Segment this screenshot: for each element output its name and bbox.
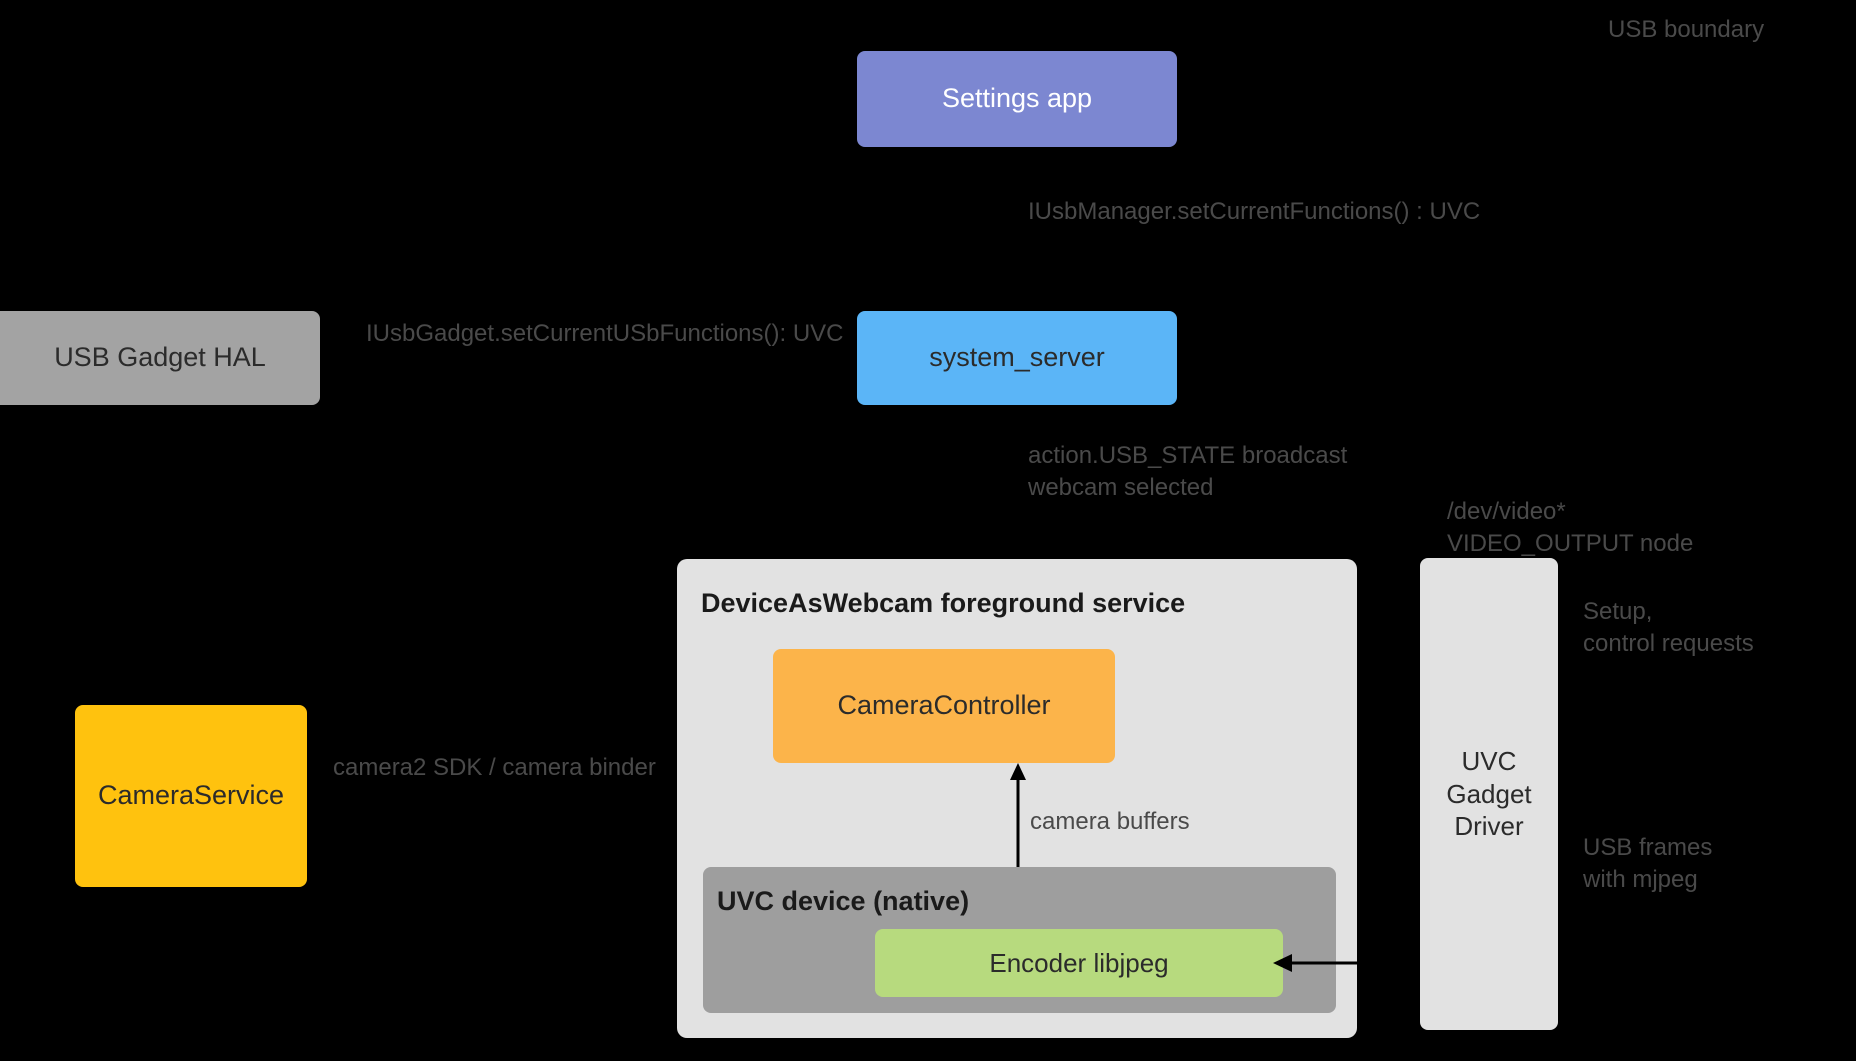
node-encoder-libjpeg[interactable]: Encoder libjpeg <box>875 929 1283 997</box>
node-system-server[interactable]: system_server <box>857 311 1177 405</box>
deviceaswebcam-service-title: DeviceAsWebcam foreground service <box>701 588 1186 618</box>
edge-label-camera-binder: camera2 SDK / camera binder <box>333 754 656 781</box>
node-usb-gadget-hal[interactable]: USB Gadget HAL <box>0 311 320 405</box>
edge-label-usb-gadget-call: IUsbGadget.setCurrentUSbFunctions(): UVC <box>366 320 844 347</box>
uvc-device-native-title: UVC device (native) <box>717 886 970 916</box>
usb-frames-arrow-icon <box>1273 954 1424 972</box>
edge-label-usb-manager-call: IUsbManager.setCurrentFunctions() : UVC <box>1028 198 1481 225</box>
edge-label-setup-control-requests: Setup, control requests <box>1583 598 1754 657</box>
edge-label-camera-buffers: camera buffers <box>1030 808 1190 835</box>
edge-label-video-output-node: /dev/video* VIDEO_OUTPUT node <box>1447 498 1694 557</box>
node-uvc-gadget-driver[interactable]: UVC Gadget Driver <box>1420 558 1558 1030</box>
node-camera-service[interactable]: CameraService <box>75 705 307 887</box>
node-camera-controller[interactable]: CameraController <box>773 649 1115 763</box>
node-settings-app[interactable]: Settings app <box>857 51 1177 147</box>
edge-label-usb-state-broadcast: action.USB_STATE broadcast webcam select… <box>1028 442 1348 501</box>
usb-boundary-label: USB boundary <box>1608 16 1765 43</box>
edge-label-usb-frames-mjpeg: USB frames with mjpeg <box>1583 834 1713 893</box>
